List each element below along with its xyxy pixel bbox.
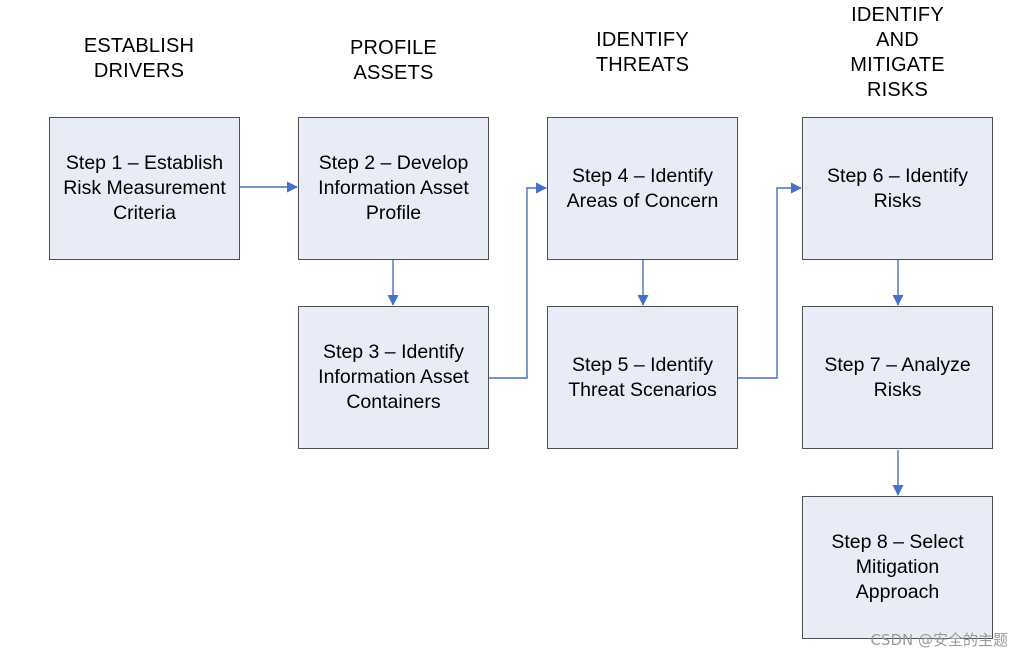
- step-1-box: Step 1 – Establish Risk Measurement Crit…: [49, 117, 240, 260]
- connector-5-6: [738, 182, 802, 379]
- phase-identify-mitigate-risks: IDENTIFY AND MITIGATE RISKS: [850, 4, 945, 101]
- step-6-label: Step 6 – Identify Risks: [827, 164, 968, 212]
- watermark: CSDN @安全的主题: [870, 631, 1008, 649]
- phase-establish-drivers: ESTABLISH DRIVERS: [83, 35, 195, 82]
- phase-profile-assets: PROFILE ASSETS: [350, 37, 437, 84]
- step-2-box: Step 2 – Develop Information Asset Profi…: [298, 117, 489, 260]
- step-5-box: Step 5 – Identify Threat Scenarios: [547, 306, 738, 449]
- phase-identify-threats: IDENTIFY THREATS: [595, 29, 690, 76]
- connector-3-4: [489, 182, 547, 379]
- step-3-label: Step 3 – Identify Information Asset Cont…: [318, 341, 469, 413]
- step-2-label: Step 2 – Develop Information Asset Profi…: [318, 152, 469, 224]
- step-7-label: Step 7 – Analyze Risks: [824, 353, 971, 401]
- step-8-label: Step 8 – Select Mitigation Approach: [831, 531, 964, 603]
- step-5-label: Step 5 – Identify Threat Scenarios: [568, 353, 717, 401]
- step-4-box: Step 4 – Identify Areas of Concern: [547, 117, 738, 260]
- step-4-label: Step 4 – Identify Areas of Concern: [566, 164, 719, 212]
- step-8-box: Step 8 – Select Mitigation Approach: [802, 496, 993, 639]
- step-7-box: Step 7 – Analyze Risks: [802, 306, 993, 449]
- step-1-label: Step 1 – Establish Risk Measurement Crit…: [63, 152, 226, 224]
- step-6-box: Step 6 – Identify Risks: [802, 117, 993, 260]
- step-3-box: Step 3 – Identify Information Asset Cont…: [298, 306, 489, 449]
